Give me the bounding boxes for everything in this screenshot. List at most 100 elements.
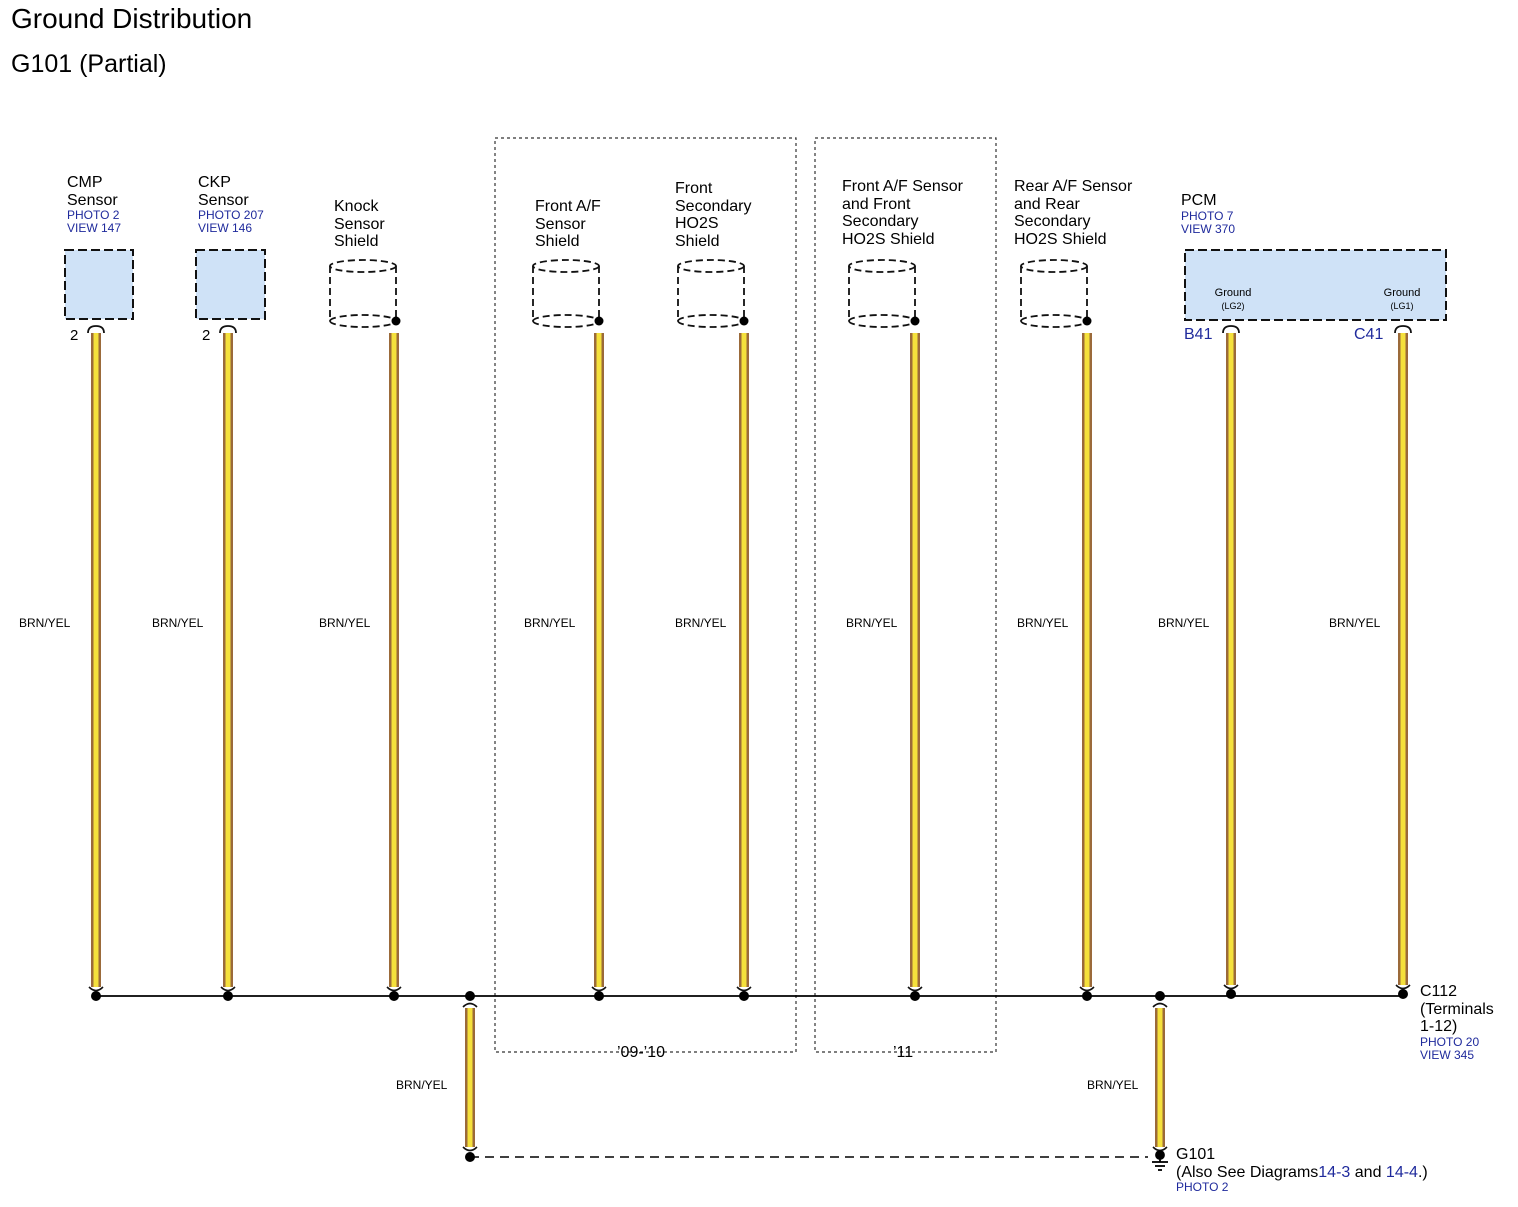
knock-shield-icon (329, 259, 397, 328)
wire-label-pcm-c41: BRN/YEL (1329, 616, 1381, 630)
ckp-view-ref[interactable]: VIEW 146 (198, 221, 253, 235)
front-sec-drain-dot (739, 316, 749, 326)
cmp-pin: 2 (70, 327, 79, 344)
g101-note-mid: and (1354, 1163, 1382, 1181)
wire-pcm-c41 (1398, 333, 1408, 985)
g101-name: G101 (1176, 1146, 1216, 1163)
wire-label-g101: BRN/YEL (1087, 1078, 1139, 1092)
pcm-ground-lg2: Ground (LG2) (1208, 287, 1258, 313)
page-subtitle: G101 (Partial) (11, 50, 167, 78)
bus-dots (91, 989, 1408, 1001)
front-af-11-line-3: Secondary (842, 213, 919, 230)
pcm-photo-ref[interactable]: PHOTO 7 (1181, 208, 1234, 223)
diagram-link-14-3[interactable]: 14-3 (1318, 1163, 1351, 1181)
knock-shield-label[interactable]: Knock Sensor Shield (334, 198, 385, 251)
pcm-label[interactable]: PCM PHOTO 7 VIEW 370 (1181, 192, 1235, 236)
ckp-name-2: Sensor (198, 191, 249, 209)
c112-view-ref[interactable]: VIEW 345 (1420, 1047, 1475, 1062)
pcm-ground-lg2-label: Ground (1214, 287, 1252, 299)
wire-ckp (223, 333, 233, 987)
front-af-drain-dot (594, 316, 604, 326)
pcm-name: PCM (1181, 192, 1217, 209)
page-title: Ground Distribution (11, 3, 253, 34)
front-sec-shield-icon (677, 259, 745, 328)
front-af-11-shield-label[interactable]: Front A/F Sensor and Front Secondary HO2… (842, 178, 963, 248)
pcm-ground-lg1: Ground (LG1) (1377, 287, 1427, 313)
ckp-name-1: CKP (198, 174, 231, 191)
wire-label-splice-left: BRN/YEL (396, 1078, 448, 1092)
wire-rear-af (1082, 333, 1092, 987)
wire-front-af (594, 333, 604, 987)
front-af-11-line-1: Front A/F Sensor (842, 178, 963, 195)
wire-knock (389, 333, 399, 987)
front-sec-line-2: Secondary (675, 197, 752, 215)
ckp-photo-ref[interactable]: PHOTO 207 (198, 208, 264, 222)
pcm-lg2: (LG2) (1221, 301, 1245, 311)
g101-ground-label[interactable]: G101 (Also See Diagrams14-3 and 14-4.) P… (1176, 1146, 1428, 1194)
front-af-shield-label[interactable]: Front A/F Sensor Shield (535, 198, 601, 251)
wire-front-sec (739, 333, 749, 987)
rear-af-shield-label[interactable]: Rear A/F Sensor and Rear Secondary HO2S … (1014, 178, 1132, 248)
wires (91, 333, 1408, 1147)
rear-af-line-4: HO2S Shield (1014, 230, 1107, 248)
c112-terminals-1: (Terminals (1420, 1000, 1494, 1018)
g101-note-prefix: (Also See Diagrams (1176, 1163, 1319, 1181)
front-af-11-drain-dot (910, 316, 920, 326)
front-sec-line-3: HO2S (675, 215, 719, 232)
front-sec-line-4: Shield (675, 232, 720, 250)
knock-line-1: Knock (334, 198, 379, 215)
pcm-pin-b41[interactable]: B41 (1184, 326, 1213, 343)
rear-af-drain-dot (1082, 316, 1092, 326)
front-af-11-shield-icon (848, 259, 916, 328)
wire-label-front-af: BRN/YEL (524, 616, 576, 630)
rear-af-line-1: Rear A/F Sensor (1014, 178, 1133, 195)
pcm-box[interactable] (1184, 249, 1447, 321)
cmp-sensor-box[interactable] (64, 249, 134, 320)
cmp-name-1: CMP (67, 174, 103, 191)
bus-cups (88, 984, 1411, 1152)
model-year-11: ’11 (893, 1044, 914, 1061)
model-year-box-11 (814, 137, 997, 1053)
wire-pcm-b41 (1226, 333, 1236, 985)
g101-note-suffix: .) (1417, 1163, 1428, 1181)
g101-photo-ref[interactable]: PHOTO 2 (1176, 1180, 1229, 1194)
pcm-ground-lg1-label: Ground (1383, 287, 1421, 299)
wire-label-pcm-b41: BRN/YEL (1158, 616, 1210, 630)
c112-connector-label[interactable]: C112 (Terminals 1-12) PHOTO 20 VIEW 345 (1420, 983, 1494, 1062)
ckp-sensor-box[interactable] (195, 249, 266, 320)
model-year-box-09-10 (494, 137, 797, 1053)
wire-label-front-af-11: BRN/YEL (846, 616, 898, 630)
ckp-pin: 2 (202, 327, 211, 344)
rear-af-shield-icon (1020, 259, 1088, 328)
front-sec-shield-label[interactable]: Front Secondary HO2S Shield (675, 180, 752, 250)
front-af-line-2: Sensor (535, 215, 586, 233)
wire-g101 (1155, 1008, 1165, 1147)
pcm-lg1: (LG1) (1390, 301, 1414, 311)
wire-front-af-11 (910, 333, 920, 987)
cmp-sensor-label[interactable]: CMP Sensor PHOTO 2 VIEW 147 (67, 174, 121, 235)
pcm-view-ref[interactable]: VIEW 370 (1181, 221, 1236, 236)
diagram-link-14-4[interactable]: 14-4 (1385, 1163, 1418, 1181)
cmp-view-ref[interactable]: VIEW 147 (67, 221, 122, 235)
ckp-sensor-label[interactable]: CKP Sensor PHOTO 207 VIEW 146 (198, 174, 264, 235)
c112-terminals-2: 1-12) (1420, 1018, 1458, 1035)
pcm-pin-c41[interactable]: C41 (1354, 326, 1384, 343)
knock-line-3: Shield (334, 233, 379, 250)
cmp-photo-ref[interactable]: PHOTO 2 (67, 208, 120, 222)
ground-symbol-icon (1152, 1150, 1168, 1171)
rear-af-line-3: Secondary (1014, 213, 1091, 230)
c112-name: C112 (1420, 983, 1458, 1000)
front-af-11-line-4: HO2S Shield (842, 230, 935, 248)
wire-cmp (91, 333, 101, 987)
knock-line-2: Sensor (334, 215, 385, 233)
front-af-line-3: Shield (535, 233, 580, 250)
front-af-11-line-2: and Front (842, 195, 911, 213)
wire-label-rear-af: BRN/YEL (1017, 616, 1069, 630)
wire-label-ckp: BRN/YEL (152, 616, 204, 630)
wire-splice-left (465, 1008, 475, 1147)
front-af-shield-icon (532, 259, 600, 328)
c112-photo-ref[interactable]: PHOTO 20 (1420, 1034, 1480, 1049)
wire-label-front-sec: BRN/YEL (675, 616, 727, 630)
wire-label-knock: BRN/YEL (319, 616, 371, 630)
